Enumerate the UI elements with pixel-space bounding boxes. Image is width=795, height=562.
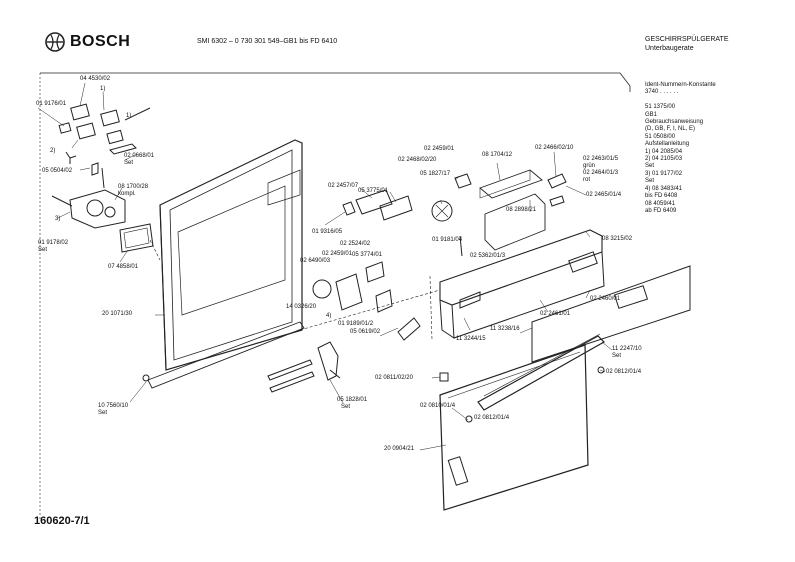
part-label: 05 1828/01: [337, 397, 368, 403]
part-label: 01 9316/05: [312, 229, 343, 235]
part-label: Set: [98, 410, 108, 416]
dispenser-unit: [51, 189, 126, 229]
legend-line: Gebrauchsanweisung: [645, 119, 704, 126]
part-label: kompl.: [118, 191, 136, 197]
part-label: 05 0504/02: [42, 168, 73, 174]
part-label: 02 2463/01/5: [583, 156, 619, 162]
part-label: 3): [55, 216, 61, 222]
part-label: 07 4858/01: [108, 264, 139, 270]
part-label: 02 2465/01/4: [586, 192, 622, 198]
part-label: 02 2464/01/3: [583, 170, 619, 176]
part-label: 08 3215/02: [602, 236, 633, 242]
part-label: 02 2460/01: [590, 296, 621, 302]
legend-line: GB1: [645, 111, 658, 118]
part-label: 02 0812/01/4: [474, 415, 510, 421]
legend-line: (D, GB, F, I, NL, E): [645, 126, 696, 133]
part-label: 02 2459/01: [322, 251, 353, 257]
part-label: 11 2247/10: [612, 346, 642, 352]
part-label: 01 9189/01/2: [338, 321, 374, 327]
part-label: 4): [326, 313, 332, 319]
part-label: 14 0326/20: [286, 304, 317, 310]
part-label: 02 5362/01/3: [470, 253, 506, 259]
legend-line: 2) 04 2105/03: [645, 156, 683, 163]
document-title: GESCHIRRSPÜLGERATE Unterbaugerate: [645, 35, 729, 53]
part-label: 1): [126, 113, 132, 119]
part-label: 08 2898/21: [506, 207, 537, 213]
title-line-1: GESCHIRRSPÜLGERATE: [645, 36, 729, 43]
part-label: 08 1700/28: [118, 184, 149, 190]
part-label: Set: [124, 160, 134, 166]
part-label: grün: [583, 163, 596, 169]
part-label: 05 3774/01: [352, 252, 383, 258]
legend-line: bis FD 6408: [645, 193, 678, 200]
part-label: Set: [38, 247, 48, 253]
part-label: rot: [583, 177, 591, 183]
model-line: SMI 6302 – 0 730 301 549–GB1 bis FD 6410: [197, 38, 338, 45]
part-label: 01 9178/02: [38, 240, 69, 246]
part-label: 04 4530/02: [80, 76, 111, 82]
part-label: Set: [341, 404, 351, 410]
part-label: 05 3775/01: [358, 188, 389, 194]
part-label: 1): [100, 86, 106, 92]
legend-line: 08 4059/41: [645, 200, 676, 207]
inner-door-panel: [159, 139, 303, 371]
legend-line: Ident-Nummern-Konstante: [645, 82, 716, 88]
title-line-2: Unterbaugerate: [645, 45, 694, 52]
part-label: 05 0619/02: [350, 329, 381, 335]
legend-line: 3740 . . . . . .: [645, 89, 679, 96]
part-label: 02 2524/02: [340, 241, 371, 247]
part-label: 02 2461/01: [540, 311, 571, 317]
part-label: 02 0668/01: [124, 153, 155, 159]
bosch-logo-icon: [45, 32, 65, 52]
part-label: 02 6490/03: [300, 258, 331, 264]
part-label: Set: [612, 353, 622, 359]
part-label: 02 2468/02/20: [398, 157, 437, 163]
part-label: 20 0904/21: [384, 446, 415, 452]
legend-line: 51 0508/00: [645, 133, 676, 140]
front-panel: [531, 265, 691, 363]
legend-line: Set: [645, 163, 655, 170]
part-label: 02 2459/01: [424, 146, 455, 152]
legend-line: 4) 08 3483/41: [645, 185, 683, 192]
part-label: 01 9176/01: [36, 101, 67, 107]
legend-line: ab FD 6409: [645, 207, 677, 214]
part-label: 01 9181/04: [432, 237, 463, 243]
legend-line: Aufstellanleitung: [645, 141, 690, 148]
part-label: 02 0812/01/4: [606, 369, 642, 375]
legend-line: 3) 01 9177/02: [645, 170, 683, 177]
part-label: 11 3244/15: [456, 336, 486, 342]
legend-line: 51 1375/00: [645, 104, 676, 111]
part-label: 02 0810/01/4: [420, 403, 456, 409]
legend-block: Ident-Nummern-Konstante 3740 . . . . . .…: [645, 82, 716, 215]
part-label: 02 2457/07: [328, 183, 359, 189]
control-board: [479, 169, 546, 251]
legend-line: 1) 04 2085/04: [645, 148, 683, 155]
control-panel-fascia: [439, 229, 605, 339]
drawing-number: 160620-7/1: [34, 515, 90, 527]
brand-wordmark: BOSCH: [70, 33, 131, 50]
part-label: 2): [50, 148, 56, 154]
part-label: 08 1704/12: [482, 152, 513, 158]
part-label: 20 1071/30: [102, 311, 133, 317]
part-label: 11 3238/16: [490, 326, 520, 332]
legend-line: [645, 97, 716, 104]
part-label: 05 1827/17: [420, 171, 451, 177]
part-label: 02 0811/02/20: [375, 375, 413, 381]
part-label: 02 2466/02/10: [535, 145, 574, 151]
legend-line: Set: [645, 178, 655, 185]
outer-door-panel: [439, 344, 589, 511]
part-label: 10 7560/10: [98, 403, 129, 409]
